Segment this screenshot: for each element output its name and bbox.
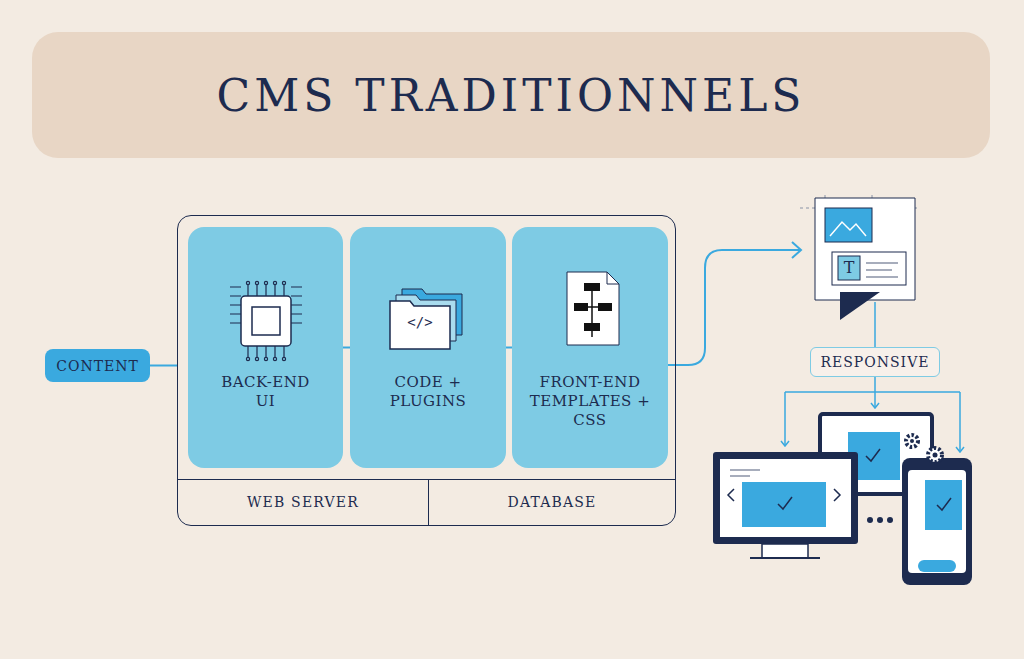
responsive-wires <box>874 302 876 347</box>
doc-icon <box>607 272 619 284</box>
connector <box>150 365 177 367</box>
devices-illustration <box>730 470 760 476</box>
connector <box>343 347 350 349</box>
chip-icon <box>255 357 258 360</box>
process-panel: FRONT-END TEMPLATES + CSS <box>512 227 668 468</box>
page-layout-icon <box>866 263 898 277</box>
chip-icon <box>230 285 302 357</box>
text-symbol: T <box>838 256 860 280</box>
chip-icon <box>252 307 280 335</box>
devices-illustration <box>937 498 951 510</box>
process-panel: BACK-END UI <box>188 227 343 468</box>
chip-icon <box>264 281 267 284</box>
doc-icon <box>574 303 588 311</box>
divider-line <box>428 479 429 525</box>
doc-icon <box>584 283 600 291</box>
doc-icon <box>588 291 598 337</box>
devices-illustration <box>918 560 956 572</box>
chip-icon <box>230 285 302 357</box>
folder-icon <box>390 301 450 349</box>
page-layout-icon <box>830 222 866 236</box>
panel-label: BACK-END UI <box>216 373 316 411</box>
page-layout-icon <box>840 292 880 320</box>
output-arrow <box>667 242 801 365</box>
cms-container: BACK-END UI CODE + PLUGINS FRONT-END TEMPL… <box>177 215 676 526</box>
chip-icon <box>241 296 291 346</box>
panel-label: FRONT-END TEMPLATES + CSS <box>528 373 653 429</box>
doc-icon <box>567 272 619 345</box>
devices-illustration <box>877 517 883 523</box>
process-panel: CODE + PLUGINS <box>350 227 506 468</box>
devices-illustration <box>867 517 873 523</box>
devices-illustration <box>933 453 938 458</box>
devices-illustration <box>750 557 820 559</box>
page-layout-icon <box>825 208 872 242</box>
chip-icon <box>273 281 276 284</box>
devices-illustration <box>778 497 792 509</box>
folder-icon <box>350 227 505 377</box>
devices-illustration <box>906 435 918 447</box>
devices-illustration <box>925 480 962 530</box>
chip-icon <box>230 285 302 357</box>
devices-illustration <box>762 544 808 558</box>
devices-illustration <box>928 448 942 462</box>
devices-illustration <box>713 452 858 544</box>
chip-icon <box>255 281 258 284</box>
pill-label: RESPONSIVE <box>821 354 930 370</box>
devices-illustration <box>866 449 880 461</box>
responsive-pill: RESPONSIVE <box>810 347 940 377</box>
layer-label: WEB SERVER <box>178 479 428 525</box>
devices-illustration <box>910 439 914 443</box>
output-arrow <box>792 242 801 258</box>
page-layout-icon <box>800 195 920 300</box>
chip-icon <box>188 227 343 377</box>
devices-illustration <box>742 482 826 527</box>
pill-label: CONTENT <box>56 358 139 374</box>
output-arrow <box>667 250 800 365</box>
devices-illustration <box>728 489 840 501</box>
page-layout-icon <box>838 256 860 280</box>
chip-icon <box>230 285 302 357</box>
title: CMS TRADITIONNELS <box>216 70 805 121</box>
title-band: CMS TRADITIONNELS <box>32 32 990 158</box>
page-layout-icon <box>832 252 906 285</box>
code-symbol: </> <box>398 310 442 334</box>
chip-icon <box>230 281 302 360</box>
devices-illustration <box>887 517 893 523</box>
layer-label: DATABASE <box>429 479 675 525</box>
doc-icon <box>584 323 600 331</box>
chip-icon <box>282 357 285 360</box>
doc-icon <box>512 227 667 377</box>
divider-line <box>178 479 675 480</box>
page-layout-icon <box>815 198 915 300</box>
devices-illustration <box>713 414 972 585</box>
doc-icon <box>598 303 612 311</box>
chip-icon <box>230 285 302 357</box>
chip-icon <box>273 357 276 360</box>
chip-icon <box>246 281 249 284</box>
devices-illustration <box>720 459 851 537</box>
page-layout-icon <box>800 195 920 320</box>
chip-icon <box>246 357 249 360</box>
chip-icon <box>282 281 285 284</box>
chip-icon <box>264 357 267 360</box>
devices-illustration <box>902 458 972 585</box>
panel-label: CODE + PLUGINS <box>378 373 478 411</box>
input-pill: CONTENT <box>45 349 150 382</box>
devices-illustration <box>908 470 966 573</box>
